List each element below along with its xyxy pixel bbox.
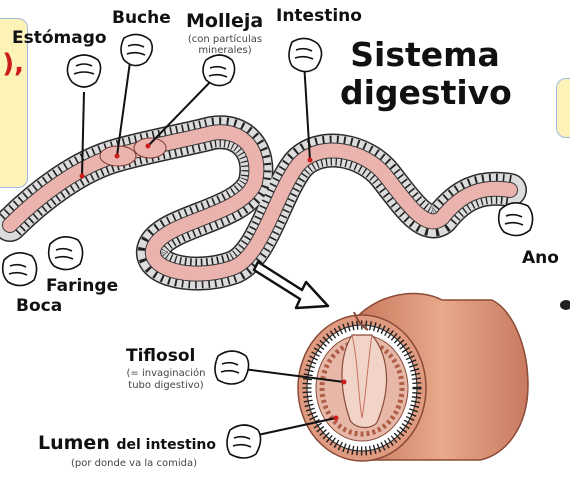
label-intestino: Intestino xyxy=(276,6,362,26)
pointing-hand-icon xyxy=(215,351,249,384)
label-tiflosol-note-2: tubo digestivo) xyxy=(112,380,220,391)
pointing-hand-icon xyxy=(121,34,152,65)
label-boca: Boca xyxy=(16,296,62,316)
label-lumen: Lumen del intestino xyxy=(38,432,216,454)
pointing-hand-icon xyxy=(49,237,83,270)
pointing-hand-icon xyxy=(499,203,533,236)
label-lumen-note: (por donde va la comida) xyxy=(44,458,224,469)
pointing-hand-icon xyxy=(67,55,100,87)
label-estomago: Estómago xyxy=(12,28,107,48)
gizzard-swelling xyxy=(134,138,166,158)
gut-tube xyxy=(10,132,510,273)
label-faringe: Faringe xyxy=(46,276,118,296)
label-buche: Buche xyxy=(112,8,171,28)
pointing-hand-icon xyxy=(203,55,235,86)
label-tiflosol: Tiflosol xyxy=(126,346,195,366)
label-lumen-main: Lumen xyxy=(38,432,110,454)
label-ano: Ano xyxy=(522,248,559,268)
intestine-cross-section xyxy=(298,294,528,461)
label-lumen-suffix: del intestino xyxy=(116,437,216,453)
pointing-hand-icon xyxy=(289,38,322,71)
label-tiflosol-note-1: (= invaginación xyxy=(112,368,220,379)
label-molleja-note: (con partículas minerales) xyxy=(182,34,268,56)
zoom-arrow xyxy=(254,262,328,308)
diagram-title: Sistema digestivo xyxy=(340,36,510,112)
label-molleja: Molleja xyxy=(186,10,263,32)
pointing-hand-icon xyxy=(3,253,37,286)
pointing-hand-icon xyxy=(227,425,261,458)
